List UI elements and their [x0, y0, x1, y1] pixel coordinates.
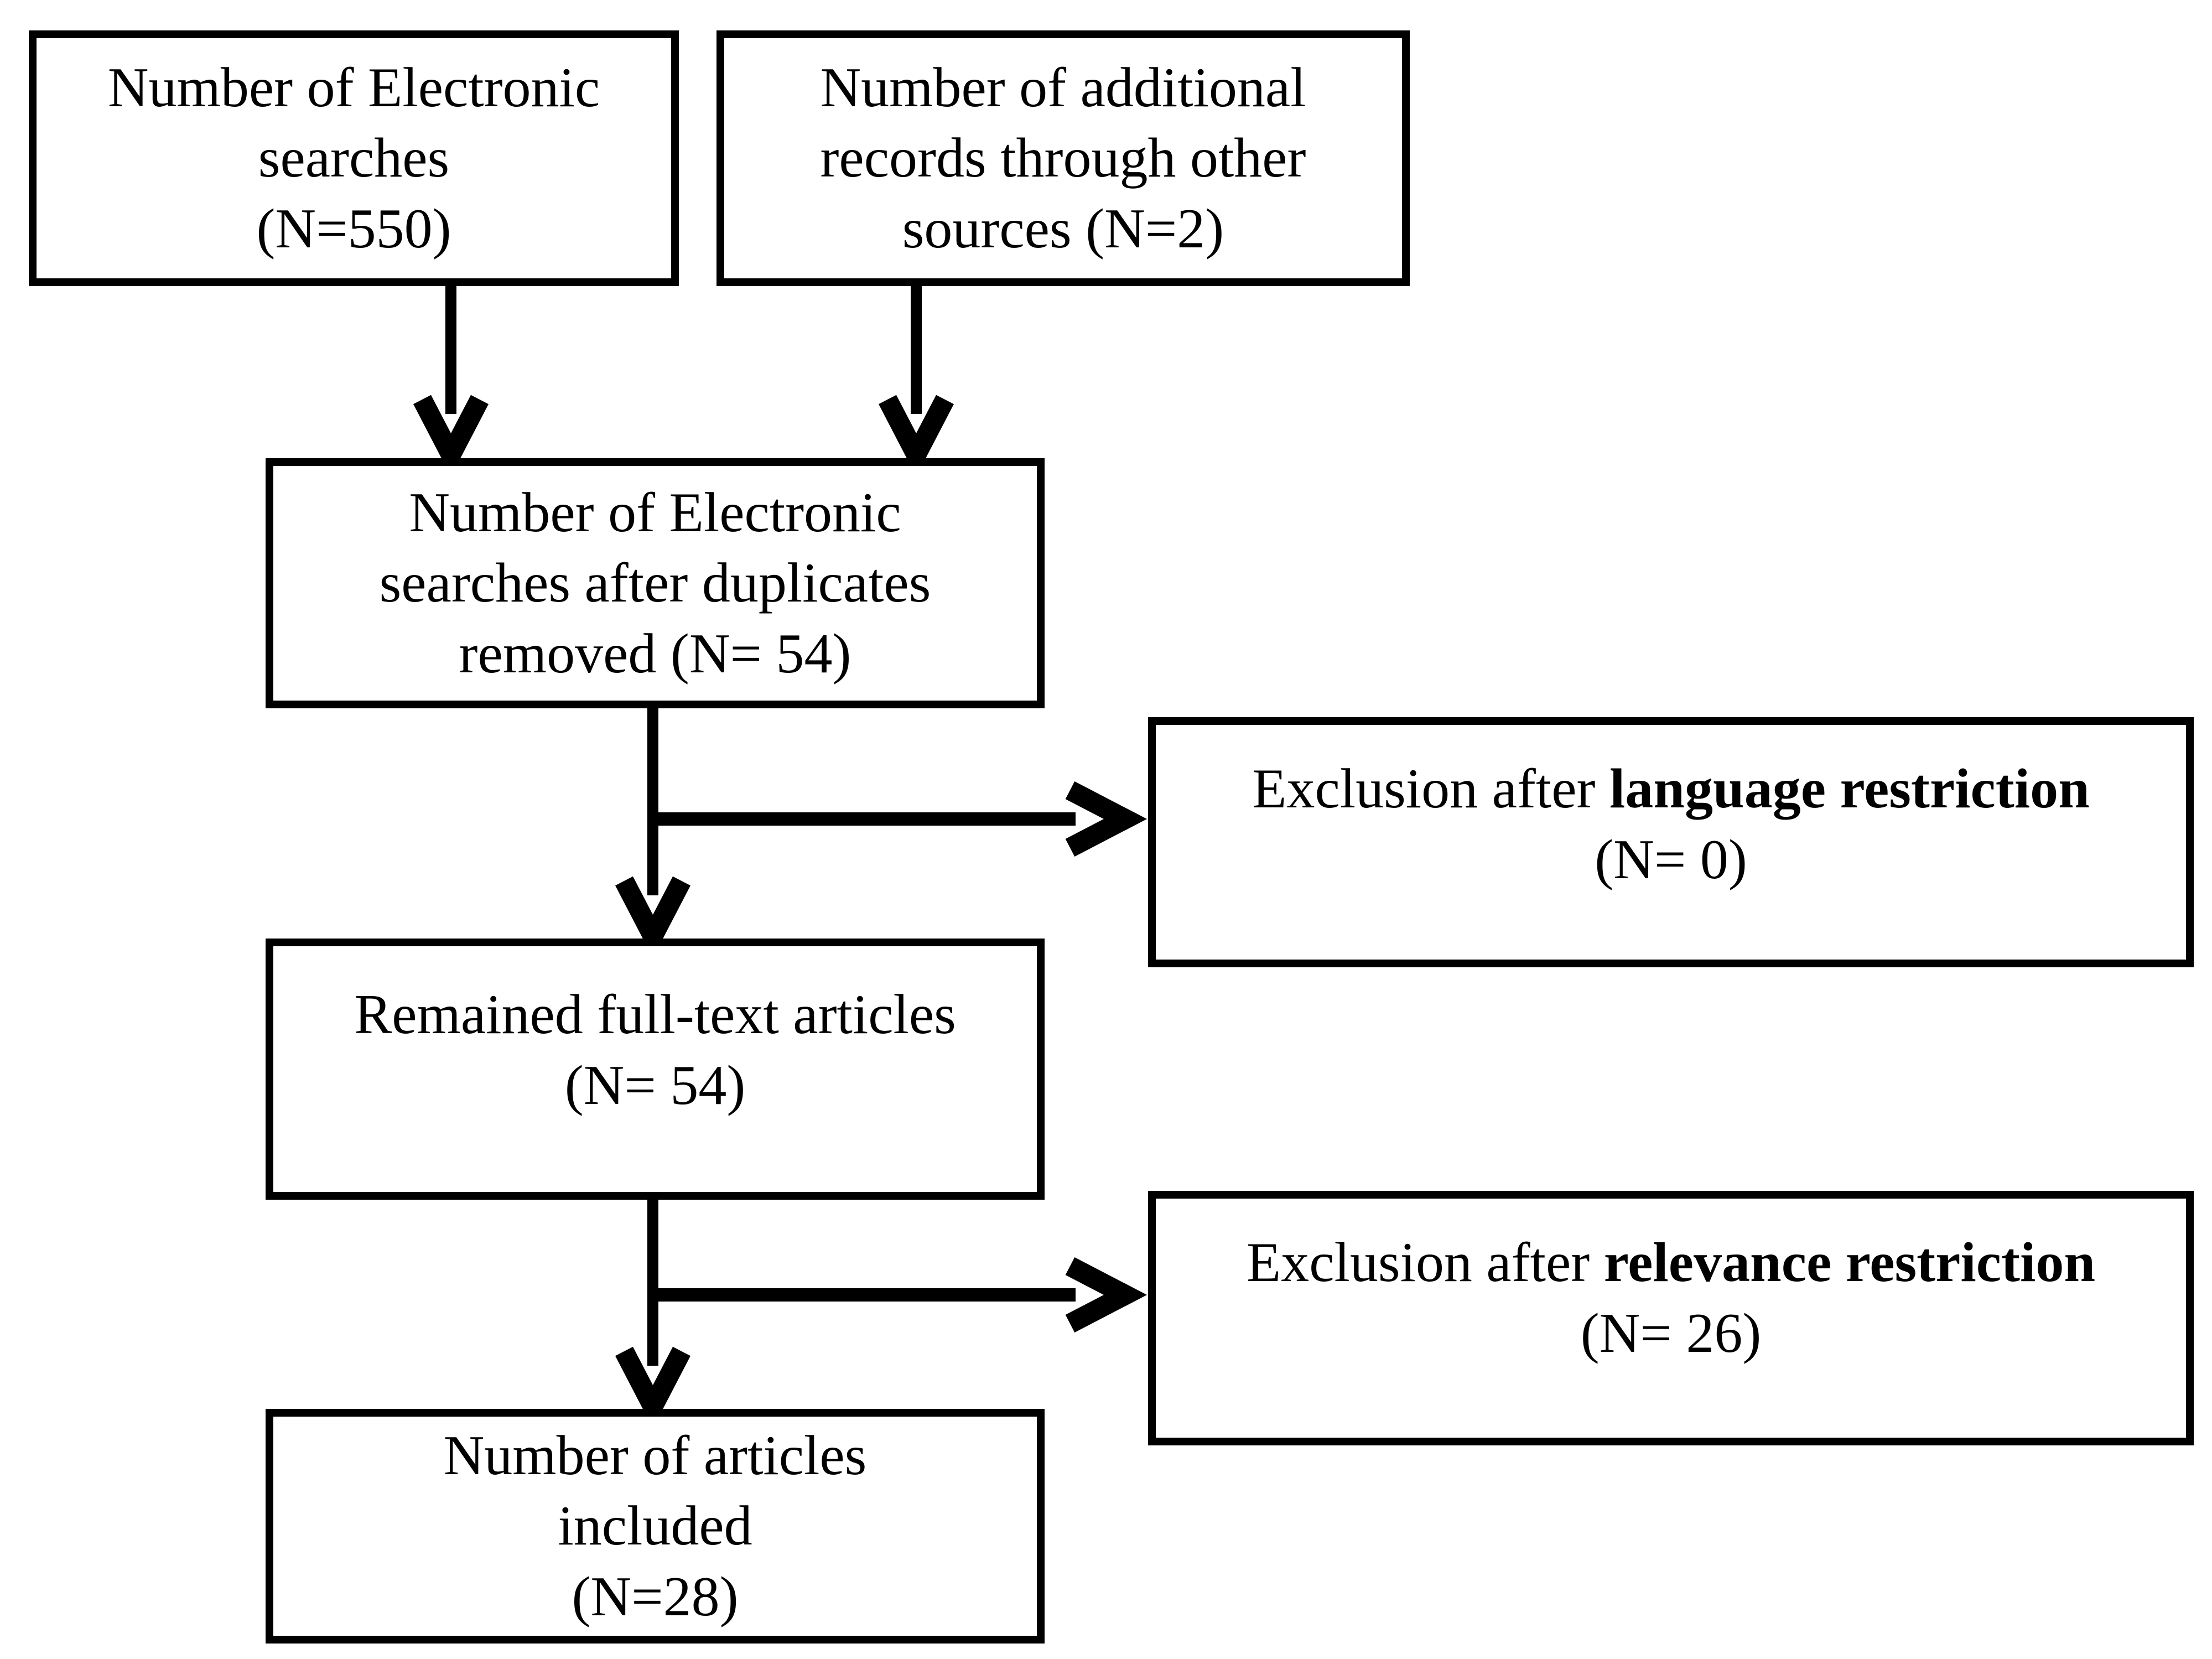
node-text-line: Exclusion after language restriction	[1156, 754, 2186, 825]
arrow-fulltext-to-included-head	[615, 1346, 690, 1429]
node-text-line: Remained full-text articles	[354, 983, 956, 1046]
arrow-searches-to-dedup-head	[413, 395, 489, 477]
arrow-to-language-exclusion-head	[1065, 781, 1147, 857]
node-text-line: Exclusion after relevance restriction	[1156, 1227, 2186, 1298]
arrow-dedup-to-fulltext-head	[615, 876, 690, 958]
node-exclusion-language: Exclusion after language restriction (N=…	[1148, 717, 2194, 967]
node-text-line: records through other	[820, 127, 1306, 190]
exclusion-prefix: Exclusion after	[1252, 758, 1609, 820]
node-text-line: Number of Electronic	[409, 481, 901, 544]
node-count: sources (N=2)	[902, 197, 1224, 260]
node-count: (N= 0)	[1595, 828, 1747, 891]
arrow-to-relevance-exclusion-head	[1065, 1257, 1147, 1333]
node-count: removed (N= 54)	[459, 622, 851, 685]
exclusion-emphasis: language restriction	[1609, 758, 2090, 820]
node-additional-records: Number of additional records through oth…	[716, 30, 1410, 286]
node-count: (N=28)	[572, 1565, 739, 1628]
exclusion-emphasis: relevance restriction	[1603, 1231, 2096, 1294]
node-text-line: Number of articles	[443, 1424, 867, 1487]
arrow-additional-to-dedup-head	[879, 395, 954, 477]
node-text-line: searches	[258, 127, 450, 190]
node-text-line: included	[558, 1495, 752, 1558]
node-count: (N= 26)	[1580, 1302, 1762, 1365]
node-count: (N=550)	[256, 197, 451, 260]
node-count: (N= 54)	[564, 1054, 746, 1117]
node-exclusion-relevance: Exclusion after relevance restriction (N…	[1148, 1191, 2194, 1445]
node-electronic-searches: Number of Electronic searches (N=550)	[29, 30, 679, 286]
node-text-line: searches after duplicates	[379, 552, 931, 615]
node-articles-included: Number of articles included (N=28)	[266, 1409, 1045, 1644]
node-after-duplicates: Number of Electronic searches after dupl…	[266, 458, 1045, 708]
node-text-line: Number of additional	[820, 56, 1306, 119]
node-text-line: Number of Electronic	[107, 56, 600, 119]
node-fulltext-articles: Remained full-text articles (N= 54)	[266, 939, 1045, 1200]
exclusion-prefix: Exclusion after	[1246, 1231, 1604, 1294]
